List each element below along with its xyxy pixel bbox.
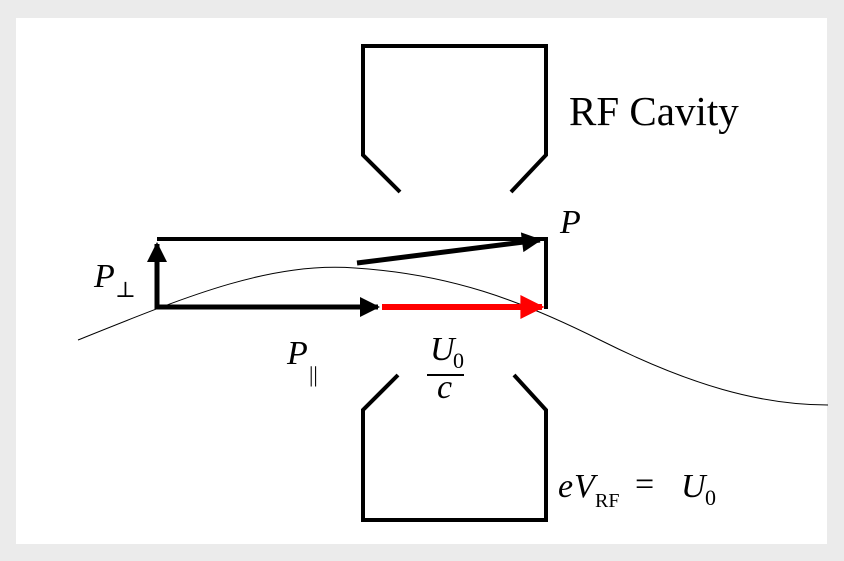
p-parallel-label: P || — [286, 335, 318, 387]
p-perp-subscript: ⊥ — [115, 277, 136, 302]
p-total-arrow — [356, 232, 542, 266]
voltage-u-subscript: 0 — [705, 485, 716, 510]
p-parallel-symbol: P — [286, 335, 308, 372]
u0-numerator-subscript: 0 — [453, 348, 464, 373]
voltage-u: U — [681, 468, 708, 505]
c-denominator: c — [437, 369, 452, 406]
voltage-e: e — [558, 468, 573, 505]
u0-numerator: U — [430, 331, 457, 368]
voltage-subscript-rf: RF — [595, 490, 619, 512]
rf-cavity-label: RF Cavity — [569, 88, 739, 134]
p-perp-label: P ⊥ — [93, 258, 136, 302]
u0-over-c-label: U 0 c — [430, 331, 464, 406]
voltage-equals: = — [635, 466, 654, 503]
p-parallel-subscript: || — [309, 362, 318, 387]
cavity-lower-electrode — [361, 373, 548, 522]
particle-trajectory-curve — [77, 266, 829, 406]
p-total-label: P — [559, 204, 581, 241]
figure-canvas — [16, 18, 827, 544]
p-perp-symbol: P — [93, 258, 115, 295]
cavity-upper-electrode — [361, 44, 548, 194]
voltage-equation-label: e V RF = U 0 — [558, 466, 716, 512]
